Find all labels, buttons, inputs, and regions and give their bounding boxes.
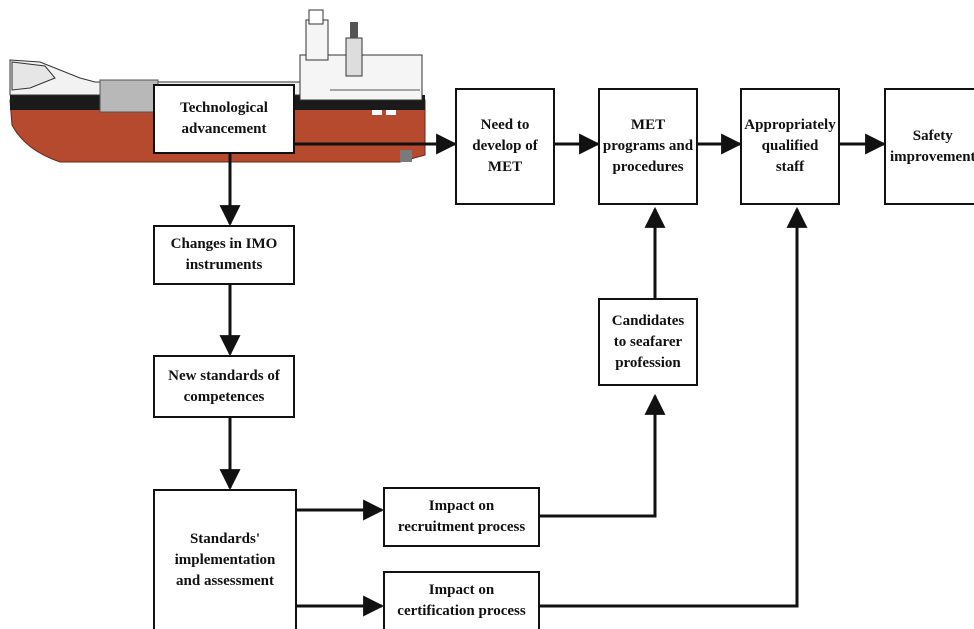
box-technological-advancement: Technological advancement bbox=[153, 84, 295, 154]
box-standards-implementation: Standards' implementation and assessment bbox=[153, 489, 297, 629]
ship-illustration bbox=[9, 9, 426, 163]
ship-cargo bbox=[99, 79, 159, 113]
box-label: Candidates to seafarer profession bbox=[611, 312, 685, 371]
box-new-standards: New standards of competences bbox=[153, 355, 295, 418]
box-candidates: Candidates to seafarer profession bbox=[598, 298, 698, 386]
arrow-certification-to-qualified bbox=[540, 206, 808, 608]
box-met-programs: MET programs and procedures bbox=[598, 88, 698, 205]
box-label: Safety improvement bbox=[890, 127, 974, 165]
box-label: MET programs and procedures bbox=[602, 117, 694, 175]
box-label: Technological advancement bbox=[180, 100, 268, 137]
box-impact-recruitment: Impact on recruitment process bbox=[383, 487, 540, 547]
ship-bow bbox=[11, 61, 56, 91]
box-label: Impact on recruitment process bbox=[397, 498, 526, 535]
box-label: Need to develop of MET bbox=[472, 117, 538, 175]
box-label: Appropriately qualified staff bbox=[744, 117, 836, 175]
box-need-to-develop-met: Need to develop of MET bbox=[455, 88, 555, 205]
box-safety-improvement: Safety improvement bbox=[884, 88, 974, 205]
box-impact-certification: Impact on certification process bbox=[383, 571, 540, 629]
box-label: Impact on certification process bbox=[397, 582, 526, 619]
box-changes-imo: Changes in IMO instruments bbox=[153, 225, 295, 285]
box-label: New standards of competences bbox=[168, 367, 280, 405]
box-label: Changes in IMO instruments bbox=[170, 236, 278, 273]
connectors bbox=[219, 133, 887, 617]
box-qualified-staff: Appropriately qualified staff bbox=[740, 88, 840, 205]
box-label: Standards' implementation and assessment bbox=[174, 530, 276, 589]
arrow-recruitment-to-candidates bbox=[540, 393, 666, 518]
